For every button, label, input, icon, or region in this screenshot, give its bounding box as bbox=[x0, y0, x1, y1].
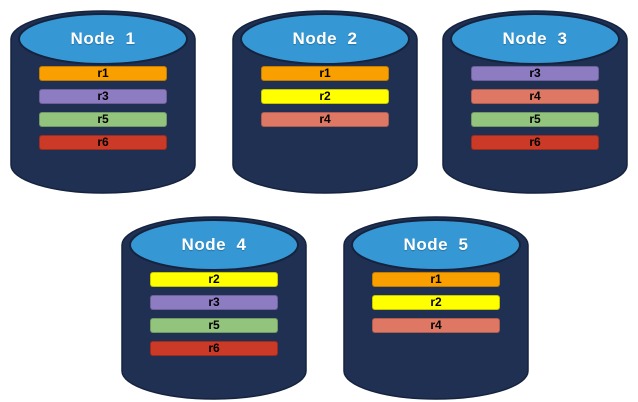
replica-label: r6 bbox=[208, 341, 220, 355]
node-cylinder-3: Node 3 r3 r4 r5 r6 bbox=[442, 8, 628, 196]
replica-bar-list: r1 r3 r5 r6 bbox=[39, 66, 167, 158]
replica-label: r3 bbox=[208, 295, 220, 309]
replica-label: r2 bbox=[430, 295, 442, 309]
replica-bar-r5: r5 bbox=[39, 112, 167, 127]
replica-label: r1 bbox=[319, 66, 331, 80]
replica-label: r4 bbox=[529, 89, 541, 103]
node-title: Node 1 bbox=[70, 29, 136, 48]
replica-bar-r1: r1 bbox=[261, 66, 389, 81]
replica-label: r6 bbox=[97, 135, 109, 149]
node-cylinder-4: Node 4 r2 r3 r5 r6 bbox=[121, 214, 307, 402]
replica-bar-r5: r5 bbox=[150, 318, 278, 333]
replica-label: r5 bbox=[208, 318, 220, 332]
node-cylinder-5: Node 5 r1 r2 r4 bbox=[343, 214, 529, 402]
replica-bar-list: r2 r3 r5 r6 bbox=[150, 272, 278, 364]
replica-bar-r3: r3 bbox=[39, 89, 167, 104]
node-title: Node 3 bbox=[502, 29, 568, 48]
node-cylinder-1: Node 1 r1 r3 r5 r6 bbox=[10, 8, 196, 196]
replica-bar-r2: r2 bbox=[372, 295, 500, 310]
replica-label: r5 bbox=[97, 112, 109, 126]
replica-bar-r6: r6 bbox=[150, 341, 278, 356]
replica-bar-list: r1 r2 r4 bbox=[261, 66, 389, 135]
replica-label: r3 bbox=[97, 89, 109, 103]
node-cylinder-2: Node 2 r1 r2 r4 bbox=[232, 8, 418, 196]
replica-bar-r4: r4 bbox=[471, 89, 599, 104]
replica-label: r2 bbox=[319, 89, 331, 103]
replica-label: r1 bbox=[97, 66, 109, 80]
replica-bar-r6: r6 bbox=[471, 135, 599, 150]
replica-bar-r6: r6 bbox=[39, 135, 167, 150]
replica-bar-r5: r5 bbox=[471, 112, 599, 127]
replica-bar-list: r3 r4 r5 r6 bbox=[471, 66, 599, 158]
replica-label: r3 bbox=[529, 66, 541, 80]
replica-label: r6 bbox=[529, 135, 541, 149]
replica-bar-r1: r1 bbox=[372, 272, 500, 287]
replica-bar-r3: r3 bbox=[471, 66, 599, 81]
replica-label: r1 bbox=[430, 272, 442, 286]
replica-label: r5 bbox=[529, 112, 541, 126]
replica-bar-r2: r2 bbox=[150, 272, 278, 287]
replica-bar-list: r1 r2 r4 bbox=[372, 272, 500, 341]
replica-bar-r4: r4 bbox=[372, 318, 500, 333]
replica-label: r2 bbox=[208, 272, 220, 286]
replica-bar-r3: r3 bbox=[150, 295, 278, 310]
replica-bar-r4: r4 bbox=[261, 112, 389, 127]
node-title: Node 2 bbox=[292, 29, 358, 48]
replica-label: r4 bbox=[319, 112, 331, 126]
replica-bar-r1: r1 bbox=[39, 66, 167, 81]
replica-label: r4 bbox=[430, 318, 442, 332]
node-title: Node 5 bbox=[403, 235, 469, 254]
node-title: Node 4 bbox=[181, 235, 247, 254]
replica-bar-r2: r2 bbox=[261, 89, 389, 104]
